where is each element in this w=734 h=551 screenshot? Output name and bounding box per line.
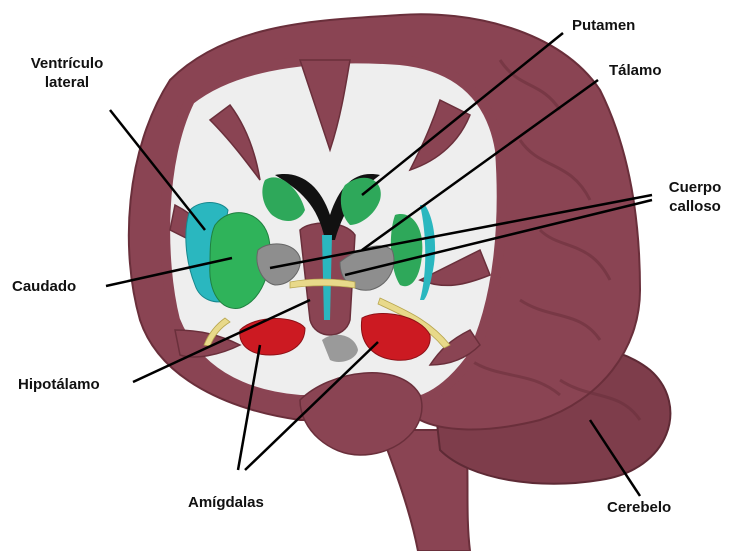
label-talamo: Tálamo [609, 61, 662, 80]
label-cuerpo-line2: calloso [663, 197, 727, 216]
label-ventriculo-line2: lateral [25, 73, 109, 92]
label-cerebelo: Cerebelo [607, 498, 671, 517]
label-caudado: Caudado [12, 277, 76, 296]
label-cuerpo-line1: Cuerpo [663, 178, 727, 197]
label-putamen: Putamen [572, 16, 635, 35]
label-amigdalas: Amígdalas [188, 493, 264, 512]
label-cuerpo-calloso: Cuerpo calloso [663, 178, 727, 216]
label-hipotalamo: Hipotálamo [18, 375, 100, 394]
label-ventriculo-lateral: Ventrículo lateral [25, 54, 109, 92]
label-ventriculo-line1: Ventrículo [25, 54, 109, 73]
